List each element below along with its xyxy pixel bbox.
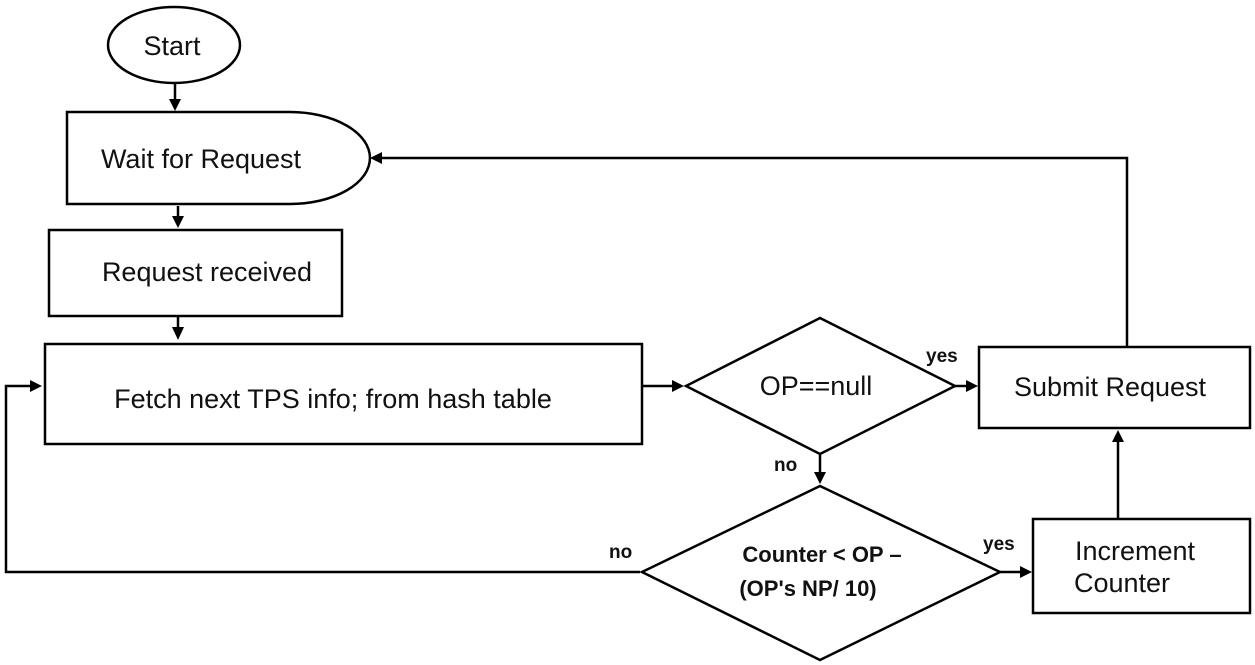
increment-node-label-line1: Increment xyxy=(1075,536,1196,566)
fetch-node xyxy=(43,342,644,446)
increment-node xyxy=(1031,517,1252,615)
arrowhead-counter-yes xyxy=(1020,566,1032,578)
submit-node xyxy=(977,345,1252,430)
counter-decision xyxy=(639,484,1003,662)
increment-node-label-line2: Counter xyxy=(1074,568,1170,598)
fetch-node-label: Fetch next TPS info; from hash table xyxy=(114,384,552,414)
wait-node-label: Wait for Request xyxy=(101,144,302,174)
edge-submit-to-wait xyxy=(382,156,1129,346)
op-null-no-label: no xyxy=(774,455,797,476)
received-node-label: Request received xyxy=(102,257,312,287)
counter-yes-label: yes xyxy=(983,534,1015,555)
op-null-yes-label: yes xyxy=(926,346,958,367)
op-null-decision xyxy=(683,316,958,456)
arrowhead-increment-to-submit xyxy=(1112,430,1124,442)
edge-counter-no-to-fetch xyxy=(4,384,640,574)
arrowhead-submit-to-wait xyxy=(370,152,382,164)
arrowhead-fetch-to-opnull xyxy=(672,380,684,392)
arrowhead-wait-to-received xyxy=(172,216,184,228)
arrowhead-received-to-fetch xyxy=(172,327,184,340)
arrowhead-opnull-no xyxy=(814,472,826,484)
submit-node-label: Submit Request xyxy=(1014,372,1207,402)
arrowhead-opnull-yes xyxy=(966,380,978,392)
arrowhead-counter-no xyxy=(30,380,42,392)
arrowhead-start-to-wait xyxy=(169,99,181,111)
start-node xyxy=(106,5,242,85)
received-node xyxy=(47,228,344,318)
counter-decision-label-line2: (OP's NP/ 10) xyxy=(739,576,876,601)
start-node-label: Start xyxy=(143,31,201,61)
op-null-decision-label: OP==null xyxy=(760,371,873,401)
counter-no-label: no xyxy=(609,542,632,563)
counter-decision-label-line1: Counter < OP – xyxy=(742,542,901,567)
wait-node xyxy=(65,110,372,206)
